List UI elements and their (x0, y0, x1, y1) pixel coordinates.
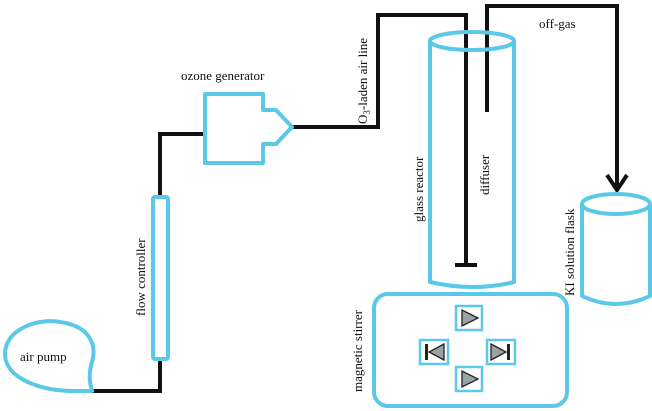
glass-reactor (428, 30, 516, 289)
magnetic-stirrer (372, 292, 569, 408)
stirrer-button-top (454, 304, 484, 332)
diffuser-label: diffuser (477, 154, 492, 195)
play-icon (461, 308, 480, 328)
o3-symbol: O (355, 115, 370, 124)
o3-laden-air-line (292, 13, 468, 265)
flask-body (580, 204, 652, 306)
tube-controller-to-generator (158, 132, 205, 198)
ozone-generator (203, 92, 294, 165)
glass-reactor-label: glass reactor (411, 156, 426, 222)
air-pump-label: air pump (20, 349, 67, 364)
skip-back-icon (427, 342, 445, 362)
off-gas-label: off-gas (539, 16, 576, 31)
off-gas-arrowhead (605, 173, 629, 194)
reactor-body (428, 41, 516, 289)
off-gas-line (485, 4, 619, 186)
o3-line-rest: -laden air line (355, 38, 370, 110)
air-pump (3, 319, 96, 394)
magnetic-stirrer-label: magnetic stirrer (350, 309, 365, 392)
o3-line-label: O3-laden air line (355, 38, 372, 124)
reactor-rim (428, 30, 516, 52)
tube-pump-to-controller (92, 360, 162, 393)
ki-flask-label: KI solution flask (562, 208, 577, 296)
ki-solution-flask (580, 192, 652, 306)
skip-forward-bar (507, 344, 510, 360)
ozone-generator-label: ozone generator (181, 68, 265, 83)
tubing (92, 4, 629, 393)
skip-forward-icon (490, 342, 508, 362)
flow-controller (151, 195, 170, 361)
flow-controller-label: flow controller (133, 238, 148, 316)
play-icon (461, 369, 480, 389)
skip-back-bar (425, 344, 428, 360)
o3-subscript: 3 (362, 110, 372, 115)
stirrer-button-left (418, 338, 450, 366)
stirrer-button-bottom (454, 365, 484, 393)
flask-rim (580, 192, 652, 216)
stirrer-button-right (485, 338, 517, 366)
